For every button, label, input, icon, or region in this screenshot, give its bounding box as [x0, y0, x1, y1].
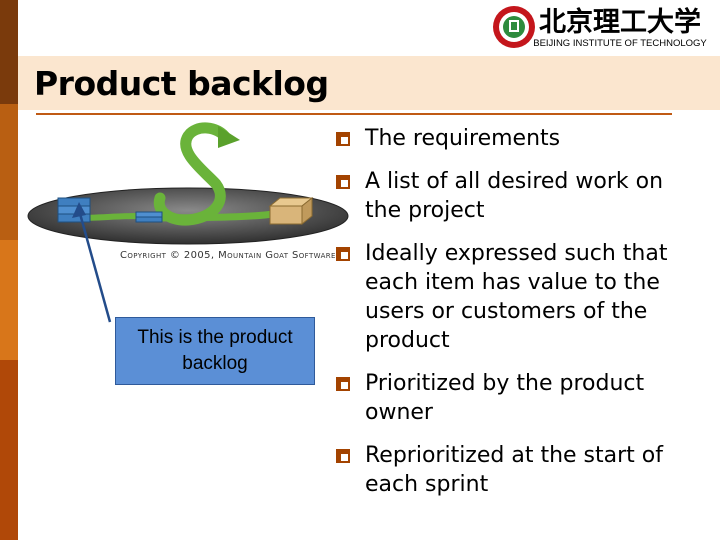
slide-title: Product backlog	[34, 64, 329, 103]
side-bar-segment	[0, 104, 18, 240]
callout-line: This is the product	[137, 327, 293, 348]
bullet-line: owner	[365, 400, 433, 425]
bullet-line: users or customers of the	[365, 299, 648, 324]
product-increment-box-icon	[268, 196, 314, 226]
bullet-square-icon	[336, 175, 350, 189]
title-rule	[36, 113, 672, 115]
bullet-square-icon	[336, 377, 350, 391]
bullet-line: Prioritized by the product	[365, 371, 645, 396]
bullet-line: A list of all desired work on	[365, 169, 664, 194]
university-logo: 北京理工大学 BEIJING INSTITUTE OF TECHNOLOGY	[490, 4, 712, 50]
bullet-line: the project	[365, 198, 485, 223]
bullet-line: Ideally expressed such that	[365, 241, 668, 266]
callout-arrow-icon	[72, 202, 112, 323]
sprint-backlog-stack-icon	[135, 211, 163, 223]
bullet-line: Reprioritized at the start of	[365, 443, 663, 468]
copyright-text: Copyright © 2005, Mountain Goat Software	[120, 250, 336, 261]
bullet-line: product	[365, 328, 450, 353]
bullet-square-icon	[336, 132, 350, 146]
bullet-line: each sprint	[365, 472, 489, 497]
logo-chinese-text: 北京理工大学	[539, 6, 701, 38]
product-backlog-callout: This is the product backlog	[115, 317, 315, 385]
title-band	[18, 56, 720, 110]
side-bar-segment	[0, 0, 18, 104]
product-backlog-stack-icon	[57, 197, 91, 223]
cycle-arrowhead-icon	[218, 126, 240, 148]
side-bar-segment	[0, 360, 18, 540]
scrum-cycle-diagram	[27, 122, 349, 245]
bullet-square-icon	[336, 449, 350, 463]
side-color-bar	[0, 0, 18, 540]
bullet-square-icon	[336, 247, 350, 261]
side-bar-segment	[0, 240, 18, 360]
bullet-line: The requirements	[365, 126, 561, 151]
callout-line: backlog	[182, 353, 248, 374]
bullet-line: each item has value to the	[365, 270, 660, 295]
logo-english-text: BEIJING INSTITUTE OF TECHNOLOGY	[533, 38, 707, 49]
university-seal-icon: 北京理工大学 BEIJING INSTITUTE OF TECHNOLOGY	[493, 6, 707, 49]
